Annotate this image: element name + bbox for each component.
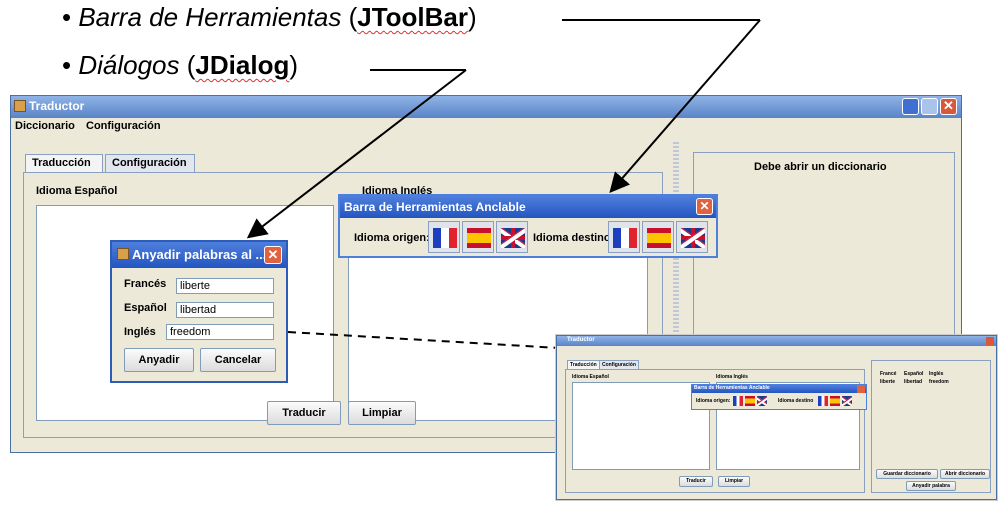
target-uk-button[interactable] [676,221,708,253]
france-flag-icon[interactable] [733,396,743,406]
spain-flag-icon [647,228,671,248]
spain-flag-icon[interactable] [830,396,840,406]
clear-button[interactable]: Limpiar [348,401,416,425]
close-button[interactable]: ✕ [940,98,957,115]
spain-flag-icon[interactable] [745,396,755,406]
small-clear-button[interactable]: Limpiar [718,476,750,487]
target-label: Idioma destino [533,232,611,244]
french-field[interactable]: liberte [176,278,274,294]
bullet-close-paren: ) [289,50,299,80]
table-header-es: Español [904,371,924,377]
menu-diccionario[interactable]: Diccionario [15,120,75,132]
small-toolbar-title: Barra de Herramientas Anclable [694,385,770,391]
dialog-title-bar[interactable]: Anyadir palabras al ... ✕ [112,242,286,268]
bullet-italic-text: Diálogos [78,50,180,80]
close-icon[interactable] [857,385,865,393]
dictionary-message: Debe abrir un diccionario [754,161,887,173]
dialog-title: Anyadir palabras al ... [132,247,267,262]
toolbar-title: Barra de Herramientas Anclable [344,200,526,214]
add-word-button[interactable]: Anyadir palabra [906,481,956,491]
maximize-button[interactable] [921,98,938,115]
spanish-label: Idioma Español [36,185,118,197]
bullet-jtoolbar: • Barra de Herramientas (JToolBar) [62,2,477,33]
uk-flag-icon [681,228,705,248]
bullet-bold-text: JDialog [195,50,290,80]
cancel-button[interactable]: Cancelar [200,348,276,372]
origin-uk-button[interactable] [496,221,528,253]
bullet-jdialog: • Diálogos (JDialog) [62,50,298,81]
add-word-dialog: Anyadir palabras al ... ✕ Francés libert… [110,240,288,383]
french-label: Francés [124,278,167,290]
tab-configuracion[interactable]: Configuración [105,154,195,172]
small-toolbar-title-bar[interactable]: Barra de Herramientas Anclable [692,385,866,393]
small-spanish-label: Idioma Español [572,374,609,380]
uk-flag-icon[interactable] [842,396,852,406]
table-header-fr: Francé [880,371,897,377]
target-france-button[interactable] [608,221,640,253]
bullet-open-paren: ( [186,50,196,80]
origin-spain-button[interactable] [462,221,494,253]
menu-configuracion[interactable]: Configuración [86,120,161,132]
small-dictionary-table: Francé Español Inglés liberte libertad f… [874,363,988,443]
small-tab-configuracion[interactable]: Configuración [599,360,639,369]
small-target-label: Idioma destino [778,398,814,404]
tab-traduccion[interactable]: Traducción [25,154,103,172]
origin-label: Idioma origen: [354,232,430,244]
bullet-open-paren: ( [348,2,358,32]
save-dictionary-button[interactable]: Guardar diccionario [876,469,938,479]
bullet-close-paren: ) [468,2,477,32]
small-dictionary-panel: Francé Español Inglés liberte libertad f… [871,360,991,493]
small-spanish-area[interactable] [572,382,710,470]
bullet-marker: • [62,50,72,80]
uk-flag-icon [501,228,525,248]
java-app-icon [117,248,129,260]
spain-flag-icon [467,228,491,248]
close-icon[interactable] [986,337,994,345]
small-window: Traductor Traducción Configuración Idiom… [556,335,997,500]
open-dictionary-button[interactable]: Abrir diccionario [940,469,990,479]
translate-button[interactable]: Traducir [267,401,341,425]
bullet-marker: • [62,2,72,32]
splitter[interactable] [673,142,679,442]
spanish-field[interactable]: libertad [176,302,274,318]
bullet-bold-text: JToolBar [357,2,469,32]
close-icon[interactable]: ✕ [264,246,282,264]
minimize-button[interactable] [902,98,919,115]
menu-bar: Diccionario Configuración [11,118,961,136]
small-toolbar-window: Barra de Herramientas Anclable Idioma or… [691,384,867,410]
toolbar-title-bar[interactable]: Barra de Herramientas Anclable ✕ [340,196,716,218]
spanish-field-label: Español [124,302,167,314]
france-flag-icon [433,228,457,248]
java-app-icon [14,100,26,112]
toolbar-window: Barra de Herramientas Anclable ✕ Idioma … [338,194,718,258]
small-title-bar[interactable]: Traductor [557,336,996,346]
small-translate-button[interactable]: Traducir [679,476,713,487]
table-cell-es: libertad [904,379,923,385]
uk-flag-icon[interactable] [757,396,767,406]
small-origin-label: Idioma origen: [696,398,731,404]
main-window-title: Traductor [29,99,85,113]
main-title-bar[interactable]: Traductor ✕ [11,96,961,118]
bullet-italic-text: Barra de Herramientas [78,2,342,32]
table-cell-fr: liberte [880,379,896,385]
close-icon[interactable]: ✕ [696,198,713,215]
english-field[interactable]: freedom [166,324,274,340]
small-english-label: Idioma Inglés [716,374,748,380]
small-tab-traduccion[interactable]: Traducción [567,360,600,369]
target-spain-button[interactable] [642,221,674,253]
origin-france-button[interactable] [428,221,460,253]
table-cell-en: freedom [929,379,949,385]
english-field-label: Inglés [124,326,156,338]
france-flag-icon [613,228,637,248]
small-window-title: Traductor [567,337,595,343]
add-button[interactable]: Anyadir [124,348,194,372]
table-header-en: Inglés [929,371,944,377]
france-flag-icon[interactable] [818,396,828,406]
